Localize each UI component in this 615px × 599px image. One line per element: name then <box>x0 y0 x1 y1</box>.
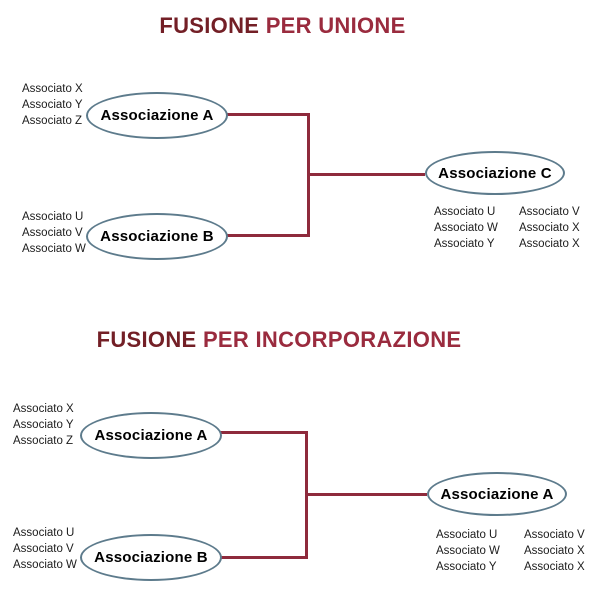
title-rest: PER INCORPORAZIONE <box>202 327 462 352</box>
member-label: Associato Y <box>436 561 497 573</box>
member-label: Associato W <box>436 545 500 557</box>
member-label: Associato Y <box>13 419 74 431</box>
ellipse-associazione-a: Associazione A <box>86 92 228 139</box>
member-label: Associato U <box>434 206 496 218</box>
title-rest: PER UNIONE <box>265 13 406 38</box>
ellipse-associazione-a: Associazione A <box>80 412 222 459</box>
result-members-column-2: Associato V Associato X Associato X <box>524 527 585 575</box>
result-members-column-1: Associato U Associato W Associato Y <box>436 527 500 575</box>
ellipse-associazione-b: Associazione B <box>80 534 222 581</box>
members-of-associazione-a: Associato X Associato Y Associato Z <box>22 81 83 129</box>
ellipse-label: Associazione A <box>440 485 554 503</box>
ellipse-label: Associazione A <box>100 107 214 124</box>
ellipse-label: Associazione A <box>94 427 208 444</box>
title-word-fusione: FUSIONE <box>96 327 197 352</box>
member-label: Associato X <box>13 403 74 415</box>
members-of-associazione-a: Associato X Associato Y Associato Z <box>13 401 74 449</box>
ellipse-result-associazione-c: Associazione C <box>425 151 565 195</box>
members-of-associazione-b: Associato U Associato V Associato W <box>22 209 86 257</box>
member-label: Associato U <box>22 211 84 223</box>
member-label: Associato V <box>22 227 83 239</box>
member-label: Associato X <box>519 222 580 234</box>
member-label: Associato Y <box>434 238 495 250</box>
ellipse-label: Associazione B <box>94 549 208 566</box>
ellipse-label: Associazione B <box>100 228 214 245</box>
section-title-fusione-per-unione: FUSIONE PER UNIONE <box>0 13 565 39</box>
member-label: Associato X <box>519 238 580 250</box>
member-label: Associato X <box>524 561 585 573</box>
section-title-fusione-per-incorporazione: FUSIONE PER INCORPORAZIONE <box>0 327 558 353</box>
member-label: Associato W <box>434 222 498 234</box>
connector-line-from-a <box>226 113 310 116</box>
member-label: Associato Z <box>22 115 83 127</box>
connector-line-from-b <box>220 556 308 559</box>
member-label: Associato X <box>524 545 585 557</box>
result-members-column-1: Associato U Associato W Associato Y <box>434 204 498 252</box>
member-label: Associato U <box>436 529 498 541</box>
ellipse-result-associazione-a: Associazione A <box>427 472 567 516</box>
ellipse-label: Associazione C <box>438 164 552 182</box>
member-label: Associato Y <box>22 99 83 111</box>
member-label: Associato Z <box>13 435 74 447</box>
member-label: Associato W <box>22 243 86 255</box>
connector-line-to-result <box>305 493 427 496</box>
connector-line-to-result <box>307 173 425 176</box>
members-of-associazione-b: Associato U Associato V Associato W <box>13 525 77 573</box>
connector-line-from-a <box>220 431 308 434</box>
connector-line-from-b <box>226 234 310 237</box>
member-label: Associato X <box>22 83 83 95</box>
member-label: Associato W <box>13 559 77 571</box>
title-word-fusione: FUSIONE <box>159 13 260 38</box>
member-label: Associato V <box>13 543 74 555</box>
member-label: Associato U <box>13 527 75 539</box>
member-label: Associato V <box>524 529 585 541</box>
result-members-column-2: Associato V Associato X Associato X <box>519 204 580 252</box>
ellipse-associazione-b: Associazione B <box>86 213 228 260</box>
member-label: Associato V <box>519 206 580 218</box>
